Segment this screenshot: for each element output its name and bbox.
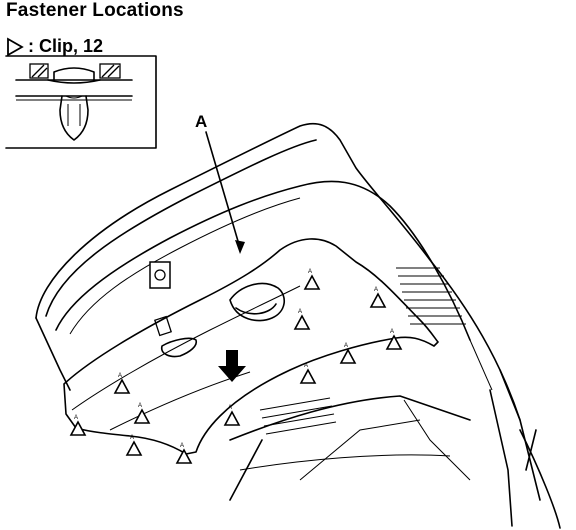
svg-text:A: A (74, 415, 78, 421)
svg-text:A: A (374, 287, 378, 293)
clip-triangle-icon (7, 36, 24, 57)
callout-label-a: A (195, 112, 208, 131)
clip-marker-labels: A A A A A A A A A A A A (74, 269, 394, 449)
svg-text:A: A (180, 443, 184, 449)
clip-marker (369, 292, 387, 308)
legend-label: : Clip, 12 (28, 36, 104, 56)
svg-text:A: A (298, 309, 302, 315)
tailgate-outer-frame (35, 122, 561, 529)
trim-panel-a (63, 238, 439, 455)
clip-markers (69, 274, 403, 464)
clip-marker (293, 314, 311, 330)
svg-text:A: A (308, 269, 312, 275)
clip-marker (223, 410, 241, 426)
page-title: Fastener Locations (6, 0, 184, 21)
svg-text:A: A (130, 435, 134, 441)
clip-marker (299, 368, 317, 384)
clip-marker (385, 334, 403, 350)
svg-text:A: A (138, 403, 142, 409)
clip-marker (339, 348, 357, 364)
clip-detail-inset (5, 55, 157, 149)
clip-marker (69, 420, 87, 436)
clip-marker (303, 274, 321, 290)
legend: : Clip, 12 (6, 36, 103, 57)
svg-text:A: A (228, 405, 232, 411)
clip-marker (133, 408, 151, 424)
svg-text:A: A (344, 343, 348, 349)
clip-marker (175, 448, 193, 464)
clip-marker (125, 440, 143, 456)
svg-text:A: A (390, 329, 394, 335)
callout-leader (205, 131, 245, 254)
svg-text:A: A (118, 373, 122, 379)
clip-marker (113, 378, 131, 394)
svg-text:A: A (304, 363, 308, 369)
